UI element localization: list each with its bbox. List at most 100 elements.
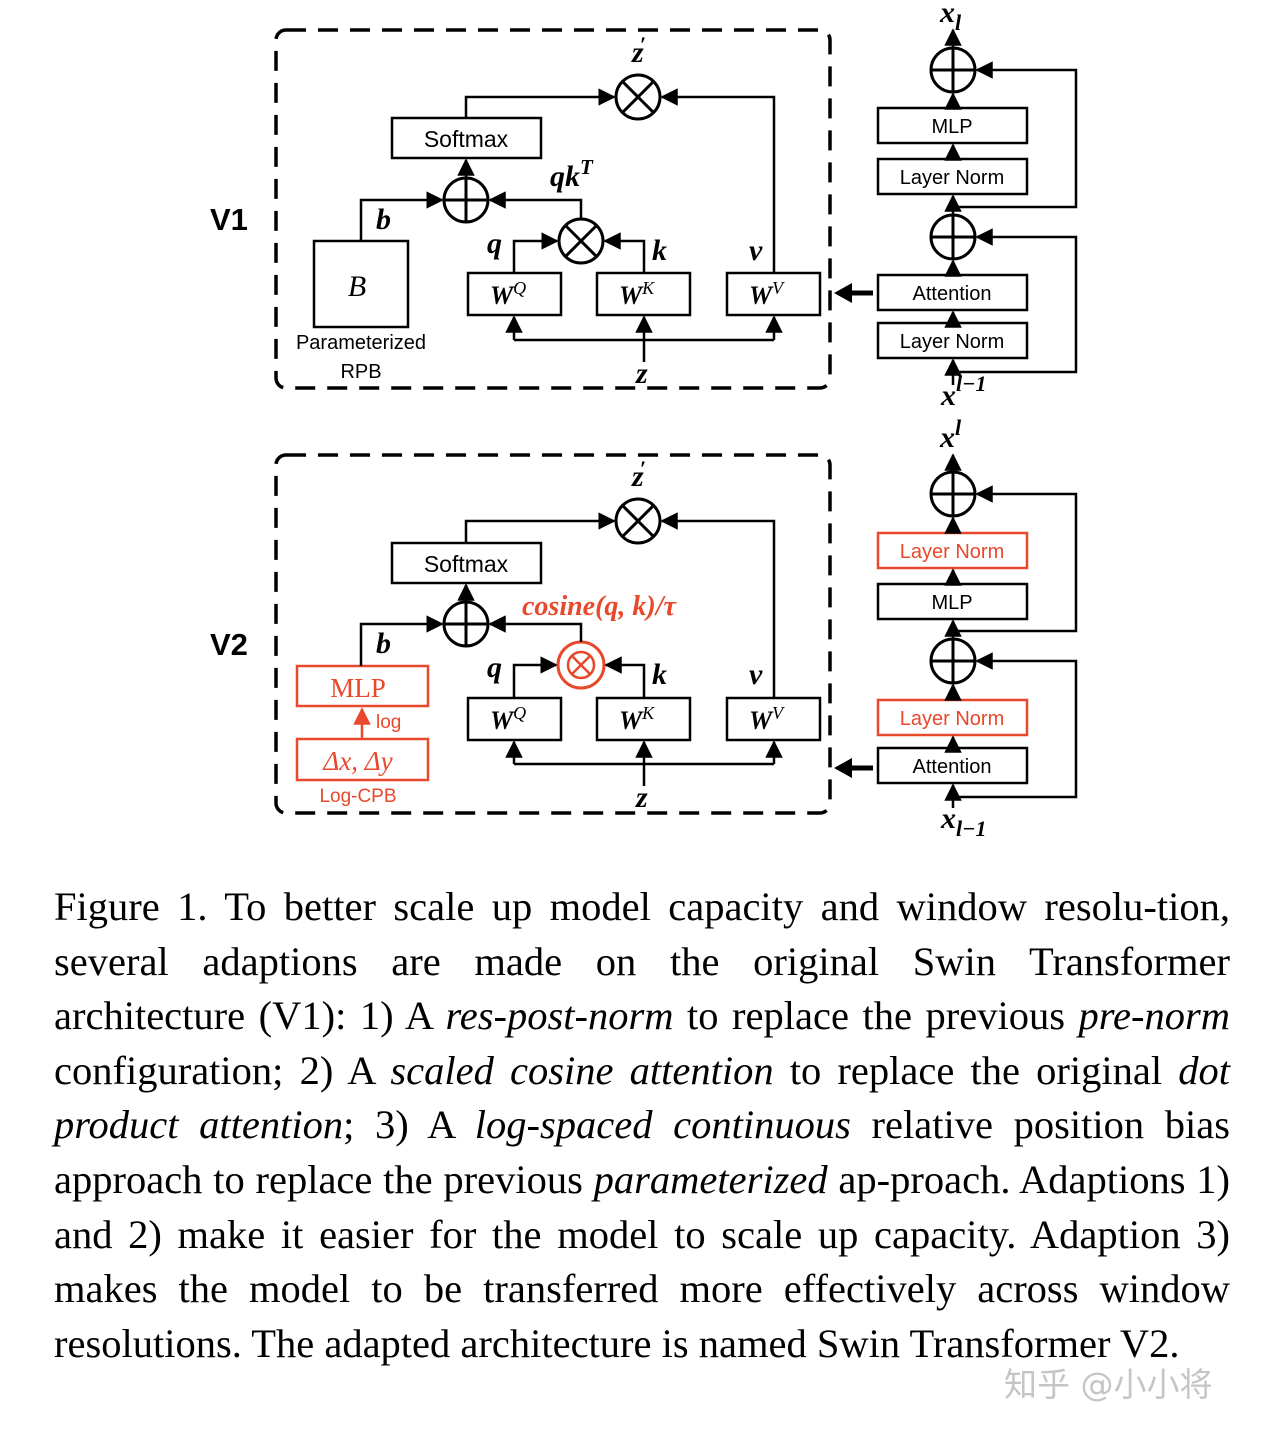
swin-v1-v2-figure: V1 z′ Softmax qkT B Paramet bbox=[210, 0, 1078, 841]
v1-softmax-label: Softmax bbox=[424, 126, 509, 152]
v2-expand-arrow-icon bbox=[834, 758, 873, 778]
v2-wk-label: WK bbox=[619, 703, 655, 735]
v2-v-label: v bbox=[749, 658, 763, 691]
v1-wk-label: WK bbox=[619, 278, 655, 310]
v1-k-label: k bbox=[652, 234, 667, 267]
v2-mlp-bias-box bbox=[295, 664, 430, 708]
v1-panel: V1 z′ Softmax qkT B Paramet bbox=[210, 0, 1078, 412]
caption-emphasis: log-spaced continuous bbox=[474, 1102, 851, 1148]
v2-bias-to-add-arrow bbox=[359, 615, 444, 666]
v2-q-arrow bbox=[512, 656, 558, 698]
v2-cos-to-add-arrow bbox=[488, 615, 583, 642]
v2-softmax-label: Softmax bbox=[424, 551, 509, 577]
v2-x-bottom: xl−1 bbox=[940, 802, 986, 841]
v2-block-ln-lower bbox=[876, 698, 1029, 737]
v1-block: xl MLP Layer Norm Attention Lay bbox=[876, 0, 1078, 412]
v1-block-mlp-label: MLP bbox=[931, 116, 972, 138]
v2-softmax-to-mult-arrow bbox=[464, 512, 616, 543]
v2-z-input: z bbox=[635, 781, 648, 814]
v1-block-ln-lower-label: Layer Norm bbox=[900, 331, 1004, 353]
v2-k-label: k bbox=[652, 658, 667, 691]
v1-block-residual-lower bbox=[953, 228, 1078, 374]
caption-text: Figure 1. To better scale up model capac… bbox=[54, 884, 1230, 1039]
v1-bias-to-add-arrow bbox=[359, 191, 444, 241]
v1-bias-box bbox=[312, 239, 410, 329]
v1-bias-B: B bbox=[348, 270, 366, 303]
v1-block-add-mid-icon bbox=[929, 213, 977, 261]
v2-cosine-label: cosine(q, k)/τ bbox=[522, 591, 678, 622]
caption-text: to replace the previous bbox=[673, 993, 1079, 1039]
watermark: 知乎 @小小将 bbox=[1004, 1365, 1213, 1404]
v1-q-label: q bbox=[487, 227, 502, 260]
v2-label: V2 bbox=[210, 627, 248, 662]
v2-block-ln-upper bbox=[876, 531, 1029, 570]
v1-block-attention bbox=[876, 273, 1029, 312]
v2-output-multiply-icon bbox=[614, 497, 662, 545]
v2-v-arrow bbox=[660, 512, 776, 698]
v2-block-ln-lower-label: Layer Norm bbox=[900, 708, 1004, 730]
v1-block-add-top-icon bbox=[929, 46, 977, 94]
v2-x-top: xl bbox=[939, 415, 962, 454]
caption-text: configuration; 2) A bbox=[54, 1047, 391, 1093]
v1-x-top: xl bbox=[939, 0, 962, 35]
v1-block-ln-upper-label: Layer Norm bbox=[900, 167, 1004, 189]
v1-block-attention-label: Attention bbox=[913, 283, 992, 305]
caption-emphasis: res-post-norm bbox=[445, 993, 674, 1039]
caption-emphasis: dot product attention bbox=[54, 1047, 1230, 1148]
v2-block-residual-lower bbox=[953, 652, 1078, 799]
v2-wq-box bbox=[466, 696, 563, 742]
v2-attention-frame bbox=[274, 453, 832, 815]
v1-qkT-label: qkT bbox=[550, 155, 594, 193]
v2-wq-label: WQ bbox=[490, 703, 526, 735]
v1-rpb-line2: RPB bbox=[340, 361, 381, 383]
v2-log-label: log bbox=[376, 712, 401, 733]
v2-wv-box bbox=[725, 696, 822, 742]
v1-output-multiply-icon bbox=[614, 73, 662, 121]
v2-b-label: b bbox=[376, 627, 391, 660]
caption-text: ; 3) A bbox=[343, 1102, 475, 1148]
v2-block-residual-upper bbox=[953, 485, 1078, 633]
v2-block-add-top-icon bbox=[929, 470, 977, 518]
v1-v-arrow bbox=[660, 88, 776, 273]
v2-block-mlp-label: MLP bbox=[931, 592, 972, 614]
v2-add-icon bbox=[442, 600, 490, 648]
v1-rpb-line1: Parameterized bbox=[296, 332, 426, 354]
v2-wk-box bbox=[595, 696, 692, 742]
v2-block-attention-label: Attention bbox=[913, 756, 992, 778]
v1-block-ln-upper bbox=[876, 157, 1029, 196]
v2-block-attention bbox=[876, 746, 1029, 785]
v2-z-prime: z′ bbox=[631, 456, 646, 493]
caption-emphasis: parameterized bbox=[593, 1156, 828, 1202]
caption-text: ap-proach. Adaptions 1) and 2) make it e… bbox=[54, 1156, 1230, 1366]
v1-attention-frame bbox=[274, 28, 832, 390]
caption-text: relative position bias approach to repla… bbox=[54, 1102, 1230, 1202]
v1-wv-box bbox=[725, 271, 822, 317]
v1-z-input: z bbox=[635, 357, 648, 390]
v2-softmax-box bbox=[390, 541, 543, 585]
v2-q-label: q bbox=[487, 651, 502, 684]
v2-delta-label: Δx, Δy bbox=[322, 746, 392, 776]
v1-expand-arrow-icon bbox=[834, 283, 873, 303]
v1-add-icon bbox=[442, 176, 490, 224]
v1-v-label: v bbox=[749, 234, 763, 267]
figure-caption: Figure 1. To better scale up model capac… bbox=[54, 880, 1230, 1371]
v2-wv-label: WV bbox=[749, 703, 785, 735]
v1-softmax-to-mult-arrow bbox=[464, 88, 616, 118]
v2-mlp-bias-label: MLP bbox=[330, 673, 386, 703]
v1-qk-multiply-icon bbox=[557, 217, 605, 265]
v1-z-prime: z′ bbox=[631, 32, 646, 69]
caption-emphasis: pre-norm bbox=[1078, 993, 1230, 1039]
caption-text: to replace the original bbox=[773, 1047, 1179, 1093]
v2-k-arrow bbox=[604, 656, 646, 698]
v2-block-add-mid-icon bbox=[929, 637, 977, 685]
v1-wk-box bbox=[595, 271, 692, 317]
v2-block: xl Layer Norm MLP Layer Norm At bbox=[876, 415, 1078, 841]
v2-block-ln-upper-label: Layer Norm bbox=[900, 541, 1004, 563]
v2-panel: V2 z′ Softmax cosine(q, k)/τ MLP bbox=[210, 415, 1078, 841]
v1-block-ln-lower bbox=[876, 321, 1029, 360]
v1-k-arrow bbox=[603, 232, 646, 273]
v1-b-label: b bbox=[376, 203, 391, 236]
v1-wq-label: WQ bbox=[490, 278, 526, 310]
v2-cosine-op-icon bbox=[556, 640, 606, 690]
v1-block-mlp bbox=[876, 106, 1029, 145]
